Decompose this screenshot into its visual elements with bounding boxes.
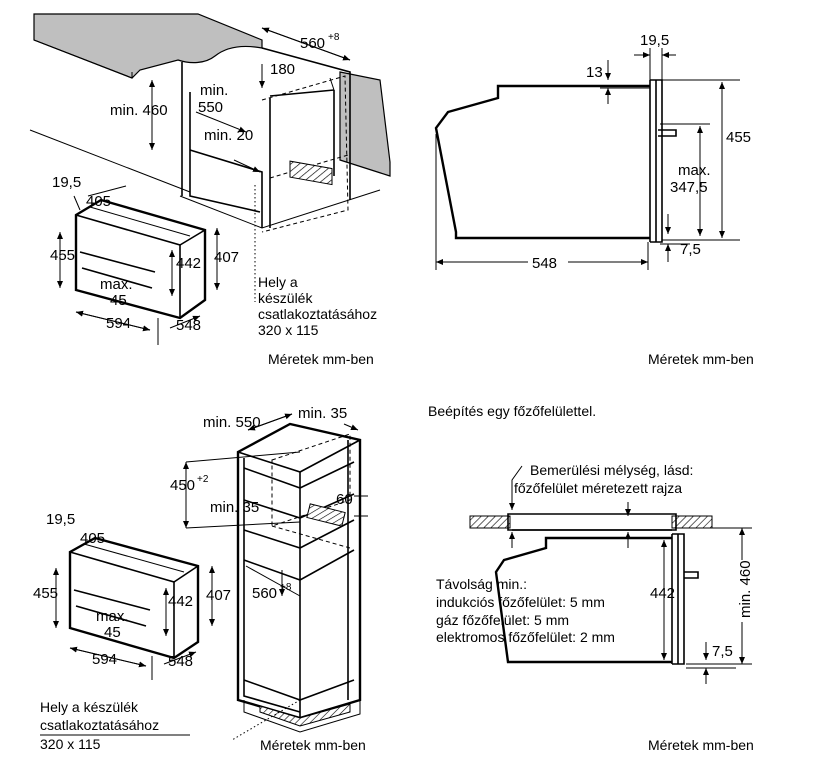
caption-top-right: Méretek mm-ben	[648, 351, 754, 367]
distance-note-line3: gáz főzőfelület: 5 mm	[436, 612, 569, 628]
dim-max45-line1: max.	[96, 608, 129, 625]
side-wall	[339, 71, 391, 177]
connection-note-line4: 320 x 115	[258, 322, 319, 338]
oven-side-profile	[434, 84, 650, 240]
distance-note-line4: elektromos főzőfelület: 2 mm	[436, 629, 615, 645]
dim-407: 407	[214, 249, 239, 266]
dim-455: 455	[50, 247, 75, 264]
caption-bottom-left: Méretek mm-ben	[260, 737, 366, 753]
dim-min550-line2: 550	[198, 99, 223, 116]
dim-min35-top: min. 35	[298, 405, 347, 422]
callout-line1: Bemerülési mélység, lásd:	[530, 462, 693, 478]
tall-cabinet	[236, 422, 362, 733]
dim-560-sup: +8	[328, 32, 340, 43]
dim-7-5: 7,5	[712, 643, 733, 660]
callout-line2: főzőfelület méretezett rajza	[514, 480, 682, 496]
dim-560: 560	[300, 35, 325, 52]
dim-min550-line1: min.	[200, 82, 228, 99]
connection-note-line2: készülék	[258, 290, 313, 306]
dim-450-sup: +2	[197, 474, 209, 485]
dim-560-sup: +8	[280, 582, 292, 593]
dim-max45-line2: 45	[110, 292, 127, 309]
dim-594: 594	[92, 651, 117, 668]
dim-442: 442	[168, 593, 193, 610]
dim-180: 180	[270, 61, 295, 78]
dim-min460: min. 460	[110, 102, 168, 119]
dim-407: 407	[206, 587, 231, 604]
dim-min35-mid: min. 35	[210, 499, 259, 516]
dim-455: 455	[33, 585, 58, 602]
panel-top-right: 19,5 13 455 max. 347,5 548 7,5 Méretek m…	[434, 32, 754, 367]
dim-60: 60	[336, 491, 353, 508]
dim-442: 442	[176, 255, 201, 272]
countertop	[33, 13, 263, 79]
panel-bottom-right: Beépítés egy főzőfelülettel. Bemerülési …	[428, 403, 754, 753]
oven-drawing-top-left	[74, 198, 207, 320]
panel-bottom-left: min. 550 min. 35 450 +2 min. 35 60 19,5 …	[33, 405, 368, 753]
dim-max45-line2: 45	[104, 624, 121, 641]
dim-560: 560	[252, 585, 277, 602]
dim-13: 13	[586, 64, 603, 81]
dim-max347-line1: max.	[678, 162, 711, 179]
connection-note-line3: csatlakoztatásához	[258, 306, 377, 322]
dim-548: 548	[168, 653, 193, 670]
dim-548: 548	[176, 317, 201, 334]
dim-19-5: 19,5	[640, 32, 669, 49]
panel-top-left: 560 +8 180 min. 550 min. 460 min. 20 19,…	[29, 13, 391, 367]
dim-19-5: 19,5	[52, 174, 81, 191]
caption-top-left: Méretek mm-ben	[268, 351, 374, 367]
dim-min550: min. 550	[203, 414, 261, 431]
dim-19-5: 19,5	[46, 511, 75, 528]
dim-548: 548	[532, 255, 557, 272]
dim-min20: min. 20	[204, 127, 253, 144]
dim-594: 594	[106, 315, 131, 332]
dim-max45-line1: max.	[100, 276, 133, 293]
dim-405: 405	[80, 530, 105, 547]
distance-note-line2: indukciós főzőfelület: 5 mm	[436, 594, 605, 610]
oven-under-hob	[494, 536, 672, 664]
oven-drawing-bottom-left	[68, 536, 200, 660]
dim-7-5: 7,5	[680, 241, 701, 258]
dim-max347-line2: 347,5	[670, 179, 708, 196]
caption-bottom-right: Méretek mm-ben	[648, 737, 754, 753]
connection-note-line1: Hely a	[258, 274, 298, 290]
connection-note-line1: Hely a készülék	[40, 699, 139, 715]
dim-455: 455	[726, 129, 751, 146]
dim-405: 405	[86, 193, 111, 210]
hob-title: Beépítés egy főzőfelülettel.	[428, 403, 596, 419]
dim-450: 450	[170, 477, 195, 494]
connection-note-line3: 320 x 115	[40, 736, 101, 752]
dim-min460: min. 460	[737, 560, 754, 618]
dim-442: 442	[650, 585, 675, 602]
distance-note-line1: Távolság min.:	[436, 576, 527, 592]
connection-note-line2: csatlakoztatásához	[40, 717, 159, 733]
